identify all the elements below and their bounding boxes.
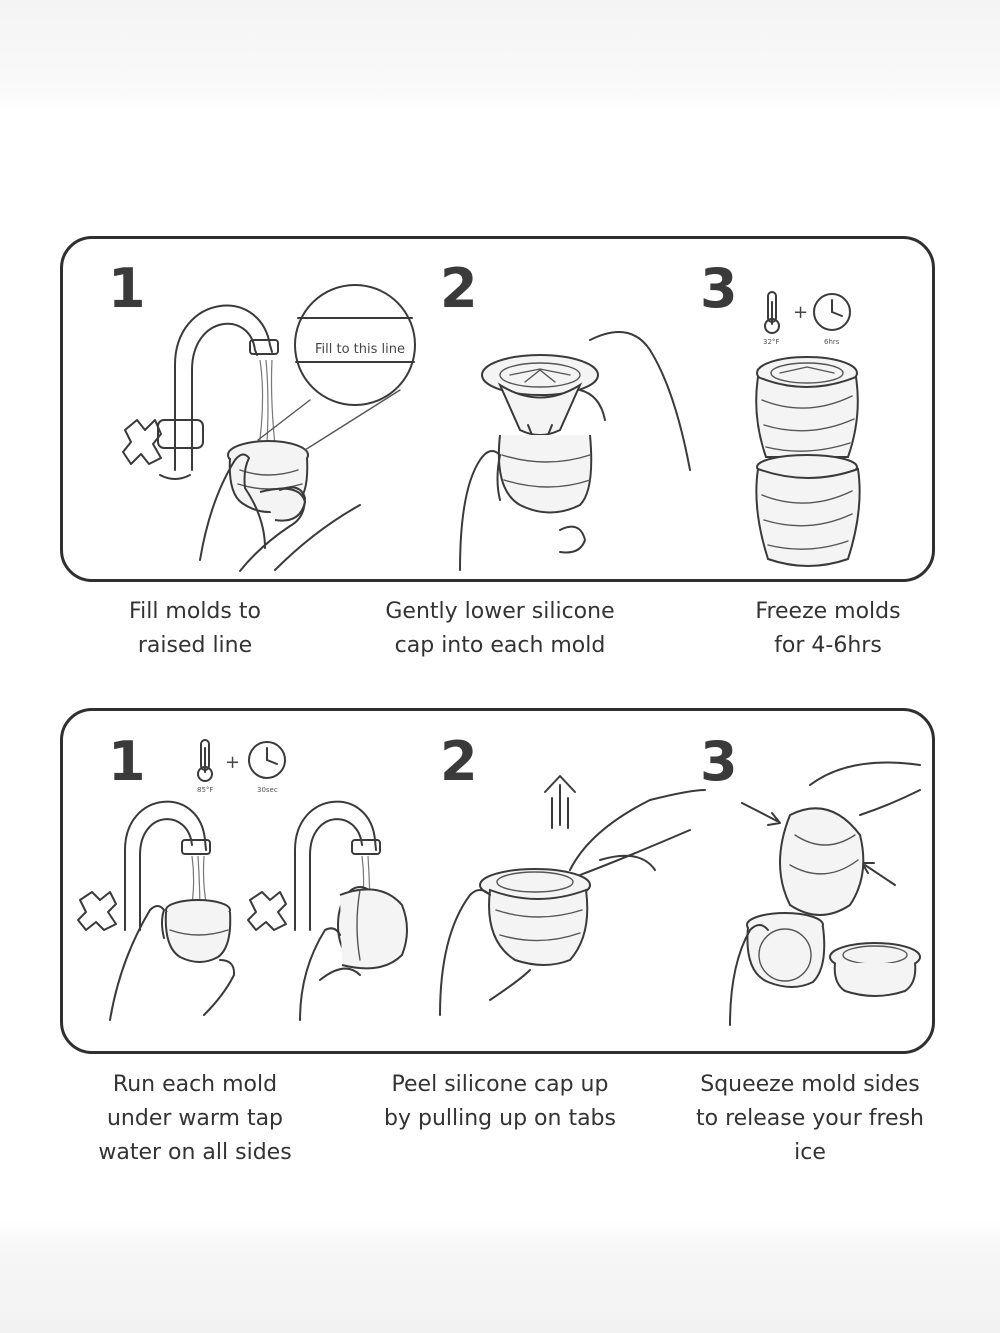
warm-water-temperature: 85°F: [197, 786, 213, 794]
freeze-temperature: 32°F: [763, 338, 779, 346]
peel-cap-illustration: [439, 775, 706, 1016]
rinse-mold-illustration: [77, 800, 408, 1021]
caption-peel: Peel silicone cap up by pulling up on ta…: [384, 1072, 616, 1131]
caption-fill: Fill molds to raised line: [129, 599, 261, 658]
thermometer-icon: [764, 291, 780, 334]
clock-icon: [248, 741, 286, 779]
thermometer-icon: [197, 739, 213, 782]
step-number-peel: 2: [440, 730, 478, 793]
step-number-freeze: 3: [700, 257, 738, 320]
lower-cap-illustration: [459, 331, 691, 571]
caption-cap: Gently lower silicone cap into each mold: [385, 599, 615, 658]
cap-icon: [481, 354, 599, 456]
hand-icon: [459, 331, 691, 571]
stacked-molds-illustration: [755, 356, 861, 567]
magnifier-callout: Fill to this line: [257, 284, 416, 451]
squeeze-release-illustration: [729, 761, 921, 1026]
caption-freeze: Freeze molds for 4-6hrs: [755, 599, 901, 658]
step-number-cap: 2: [440, 257, 478, 320]
mold-icon: [746, 912, 826, 988]
mold-icon: [779, 807, 865, 916]
warm-water-temp-time: 85°F + 30sec: [197, 739, 286, 794]
freeze-time: 6hrs: [824, 338, 840, 346]
caption-squeeze: Squeeze mold sides to release your fresh…: [695, 1072, 924, 1165]
mold-icon: [164, 899, 232, 963]
mold-icon: [227, 440, 309, 522]
faucet-icon: [77, 800, 211, 931]
mold-icon: [497, 434, 593, 514]
faucet-icon: [122, 304, 279, 480]
clock-icon: [813, 293, 851, 331]
mold-icon: [337, 886, 408, 970]
top-band: [0, 0, 1000, 115]
arrow-up-icon: [544, 775, 576, 829]
hand-icon: [299, 927, 361, 1021]
step-number-squeeze: 3: [700, 730, 738, 793]
hand-icon: [729, 761, 921, 1026]
caption-rinse: Run each mold under warm tap water on al…: [98, 1072, 292, 1165]
step-number-fill: 1: [108, 257, 146, 320]
plus-icon: +: [793, 302, 808, 323]
mold-icon: [479, 868, 591, 966]
cap-icon: [829, 942, 921, 997]
fill-mold-illustration: Fill to this line: [122, 284, 416, 572]
hand-icon: [439, 789, 706, 1016]
bottom-band: [0, 1218, 1000, 1333]
fill-line-label: Fill to this line: [315, 342, 405, 357]
faucet-icon: [247, 800, 381, 931]
freeze-temp-time: 32°F + 6hrs: [763, 291, 851, 346]
hand-icon: [109, 905, 236, 1021]
mold-icon: [755, 356, 859, 458]
mold-icon: [755, 454, 861, 567]
plus-icon: +: [225, 752, 240, 773]
warm-water-time: 30sec: [257, 786, 278, 794]
hand-icon: [199, 453, 361, 572]
step-number-rinse: 1: [108, 730, 146, 793]
